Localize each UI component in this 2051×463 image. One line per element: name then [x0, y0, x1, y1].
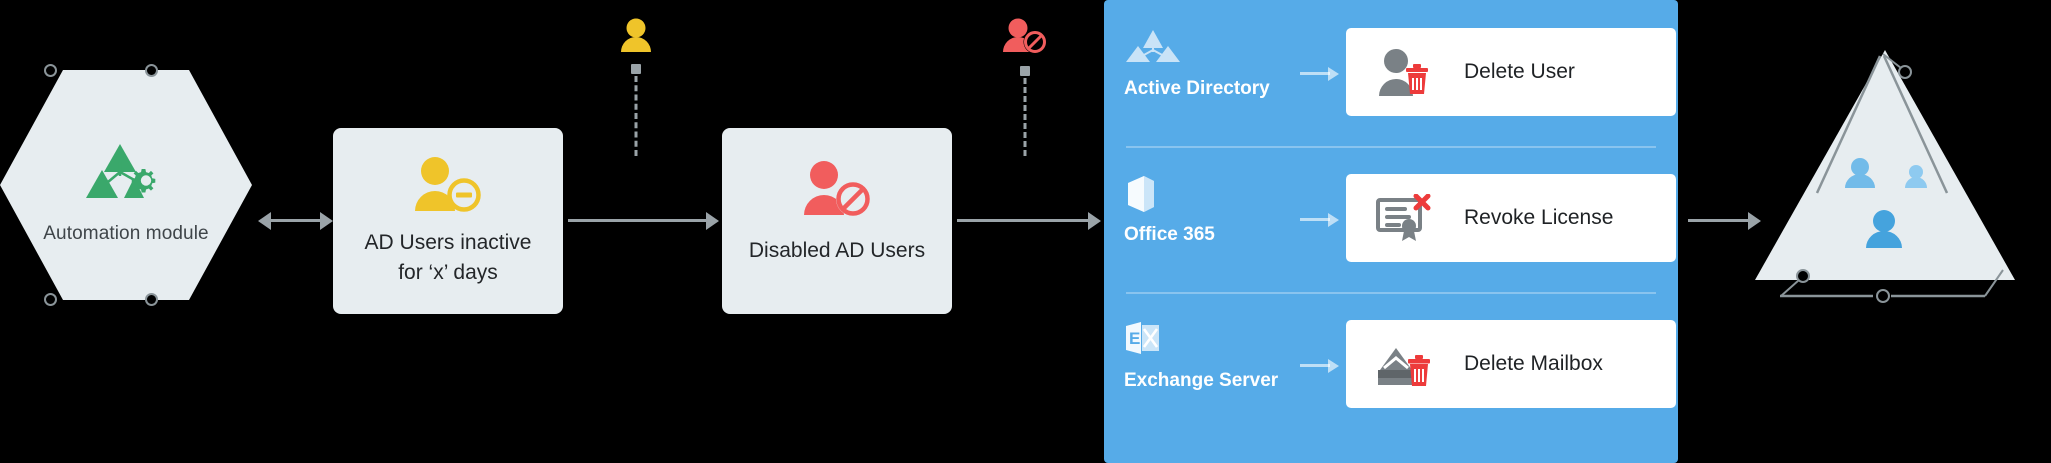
active-directory-icon	[1124, 28, 1296, 68]
action-card-delete-user[interactable]: Delete User	[1346, 28, 1676, 116]
automation-triangles-gear-icon	[86, 142, 168, 204]
dropper-disabled-user	[1000, 18, 1050, 158]
user-delete-trash-icon	[1376, 48, 1432, 96]
node-label: AD Users inactive for ‘x’ days	[364, 231, 532, 284]
hex-handle-bottom-right[interactable]	[145, 293, 158, 306]
user-minus-icon	[411, 156, 485, 214]
mailbox-delete-trash-icon	[1376, 340, 1432, 388]
hex-handle-top-left[interactable]	[44, 64, 57, 77]
service-name: Active Directory	[1124, 78, 1270, 99]
person-icon-1	[1843, 158, 1877, 193]
person-icon-2	[1903, 165, 1929, 193]
service-name: Exchange Server	[1124, 370, 1279, 391]
certificate-revoke-icon	[1376, 193, 1432, 242]
dropper-dot	[1020, 66, 1030, 76]
dropper-dot	[631, 64, 641, 74]
automation-module-node[interactable]: Automation module	[0, 60, 252, 310]
exchange-server-icon: E	[1124, 320, 1296, 360]
service-label-group-active-directory: Active Directory	[1124, 28, 1296, 100]
node-label: Disabled AD Users	[748, 239, 926, 262]
user-blocked-icon	[1002, 18, 1048, 59]
hex-handle-bottom-left[interactable]	[44, 293, 57, 306]
dropper-dashed-line	[634, 76, 638, 156]
dropper-inactive-user	[616, 18, 656, 158]
service-row-active-directory: Active Directory	[1104, 0, 1678, 146]
service-label-group-office-365: Office 365	[1124, 174, 1296, 246]
automation-module-label: Automation module	[43, 223, 209, 244]
row-divider	[1126, 292, 1656, 294]
action-card-revoke-license[interactable]: Revoke License	[1346, 174, 1676, 262]
row-divider	[1126, 146, 1656, 148]
action-label: Delete Mailbox	[1464, 352, 1603, 375]
action-card-delete-mailbox[interactable]: Delete Mailbox	[1346, 320, 1676, 408]
node-disabled-ad-users[interactable]: Disabled AD Users	[722, 128, 952, 314]
hex-handle-top-right[interactable]	[145, 64, 158, 77]
result-group-node[interactable]	[1755, 50, 2015, 303]
triangle-handle-outline	[1780, 53, 2004, 303]
service-row-office-365: Office 365	[1104, 146, 1678, 292]
hexagon-shape	[0, 70, 252, 300]
node-ad-users-inactive[interactable]: AD Users inactive for ‘x’ days	[333, 128, 563, 314]
services-panel: Active Directory	[1104, 0, 1678, 463]
service-name: Office 365	[1124, 224, 1215, 245]
user-blocked-icon	[800, 160, 874, 218]
dropper-dashed-line	[1023, 78, 1027, 156]
office-365-icon	[1124, 174, 1296, 214]
person-icon-3	[1863, 210, 1905, 253]
action-label: Revoke License	[1464, 206, 1614, 229]
user-icon	[619, 18, 653, 57]
service-label-group-exchange-server: E Exchange Server	[1124, 320, 1296, 392]
service-row-exchange-server: E Exchange Server	[1104, 292, 1678, 438]
svg-text:E: E	[1129, 329, 1140, 348]
action-label: Delete User	[1464, 60, 1575, 83]
